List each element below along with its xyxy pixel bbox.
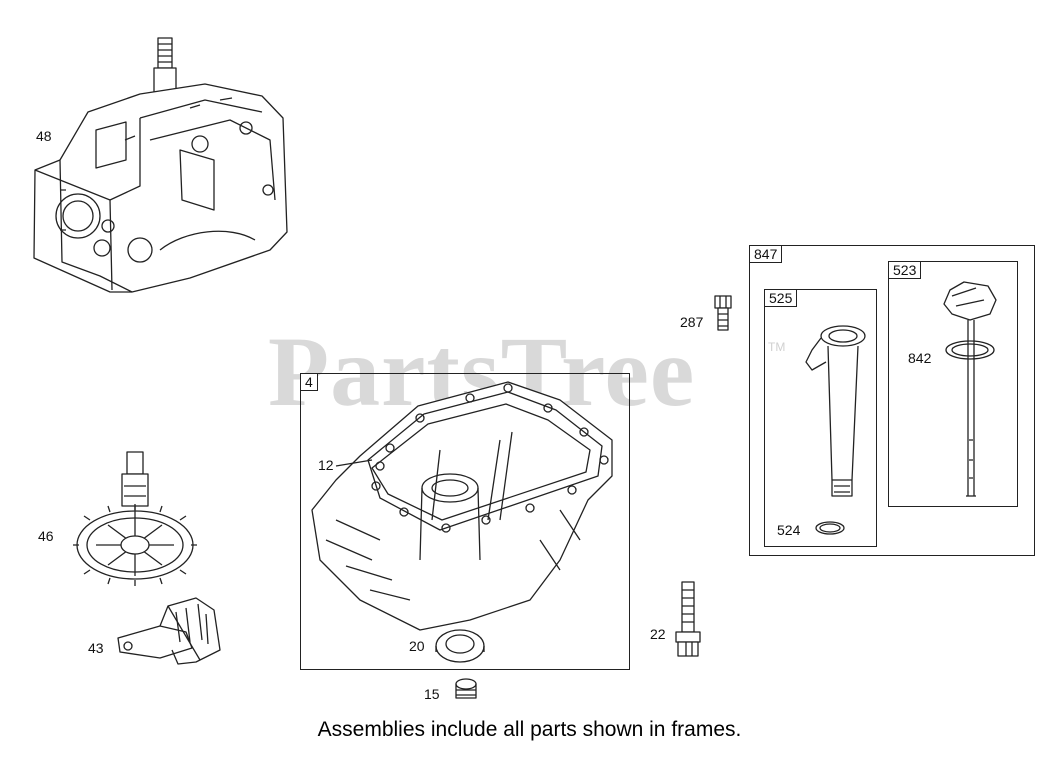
watermark-trademark: TM [768, 340, 786, 354]
callout-12: 12 [318, 457, 334, 473]
camshaft-gear-drawing [73, 451, 197, 586]
oil-seal-drawing [435, 629, 485, 663]
screw-287-drawing [714, 295, 732, 331]
oil-fill-tube-drawing [805, 325, 866, 535]
callout-20: 20 [409, 638, 425, 654]
callout-46: 46 [38, 528, 54, 544]
frame-label-4: 4 [300, 373, 318, 391]
governor-drawing [117, 597, 221, 665]
frame-oil-fill-assembly: 847 [749, 245, 1035, 556]
frame-label-523: 523 [888, 261, 922, 279]
callout-48: 48 [36, 128, 52, 144]
frame-dipstick-assembly: 523 [888, 261, 1018, 507]
callout-43: 43 [88, 640, 104, 656]
callout-12-leader [335, 459, 373, 467]
callout-15: 15 [424, 686, 440, 702]
engine-block-drawing [33, 37, 288, 293]
dipstick-drawing [943, 281, 997, 497]
frame-sump-assembly: 4 [300, 373, 630, 670]
callout-524: 524 [777, 522, 801, 538]
callout-22: 22 [650, 626, 666, 642]
frame-label-847: 847 [749, 245, 783, 263]
callout-842: 842 [908, 350, 932, 366]
frame-label-525: 525 [764, 289, 798, 307]
callout-287: 287 [680, 314, 704, 330]
drain-plug-drawing [455, 678, 477, 699]
sump-drawing [311, 381, 613, 631]
bolt-22-drawing [675, 581, 701, 657]
frame-tube-assembly: 525 [764, 289, 877, 547]
diagram-caption: Assemblies include all parts shown in fr… [317, 718, 742, 741]
